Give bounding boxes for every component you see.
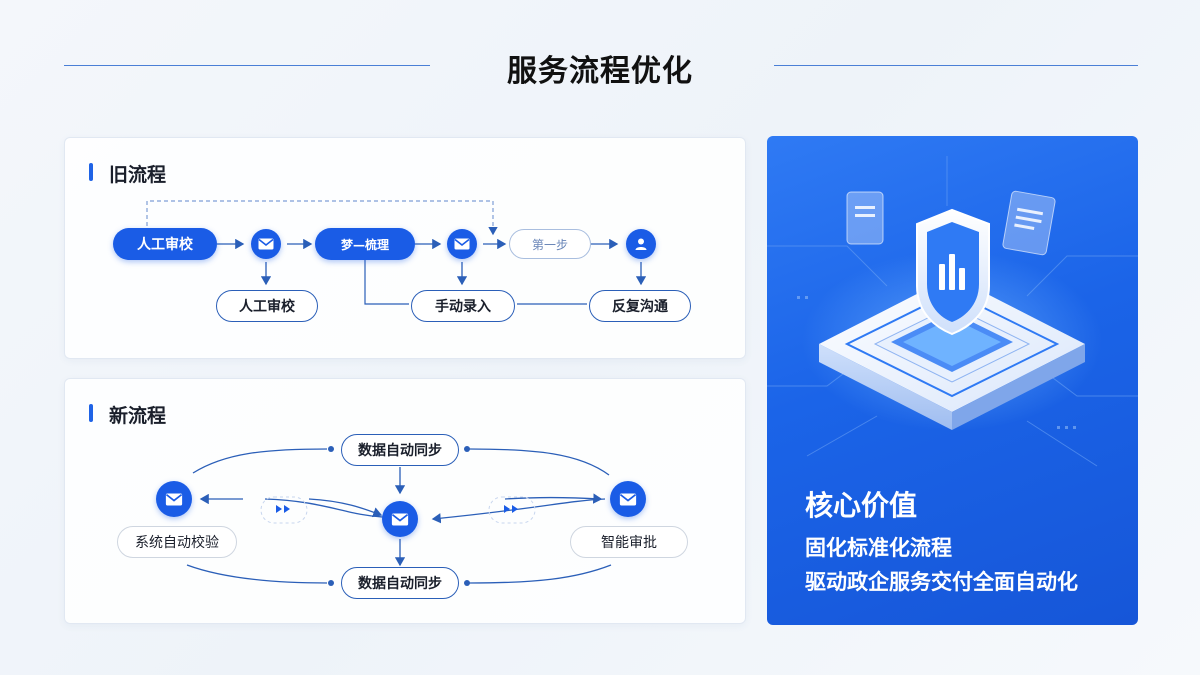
old-node-manual-review-sub: 人工审校: [216, 290, 318, 322]
old-flow-title: 旧流程: [89, 160, 166, 187]
new-flow-card: 新流程 数据自动同步: [64, 378, 746, 624]
old-node-next-step: 第一步: [509, 229, 591, 259]
old-node-manual-review: 人工审校: [113, 228, 217, 260]
new-node-auto-check: 系统自动校验: [117, 526, 237, 558]
title-divider-left: [64, 65, 430, 66]
mail-icon: [610, 481, 646, 517]
new-node-smart-approve: 智能审批: [570, 526, 688, 558]
new-node-sync-top: 数据自动同步: [341, 434, 459, 466]
mail-icon: [447, 229, 477, 259]
user-icon: [626, 229, 656, 259]
core-value-panel: 核心价值 固化标准化流程 驱动政企服务交付全面自动化: [767, 136, 1138, 625]
page-title: 服务流程优化: [507, 54, 693, 89]
new-flow-title: 新流程: [89, 401, 166, 428]
core-value-heading: 核心价值: [805, 489, 918, 522]
core-value-line-1: 固化标准化流程: [805, 536, 952, 560]
mail-icon: [156, 481, 192, 517]
old-node-manual-entry: 手动录入: [411, 290, 515, 322]
mail-icon: [382, 501, 418, 537]
title-divider-right: [774, 65, 1138, 66]
old-node-step-sort: 梦—梳理: [315, 228, 415, 260]
title-bar: 服务流程优化: [0, 40, 1200, 90]
old-node-feedback: 反复沟通: [589, 290, 691, 322]
core-value-line-2: 驱动政企服务交付全面自动化: [805, 570, 1078, 594]
old-flow-card: 旧流程 人工审校 梦—梳理 第一步 人工审校 手动录入 反复沟通: [64, 137, 746, 359]
mail-icon: [251, 229, 281, 259]
server-chip-illustration: [767, 156, 1138, 467]
new-node-sync-bottom: 数据自动同步: [341, 567, 459, 599]
